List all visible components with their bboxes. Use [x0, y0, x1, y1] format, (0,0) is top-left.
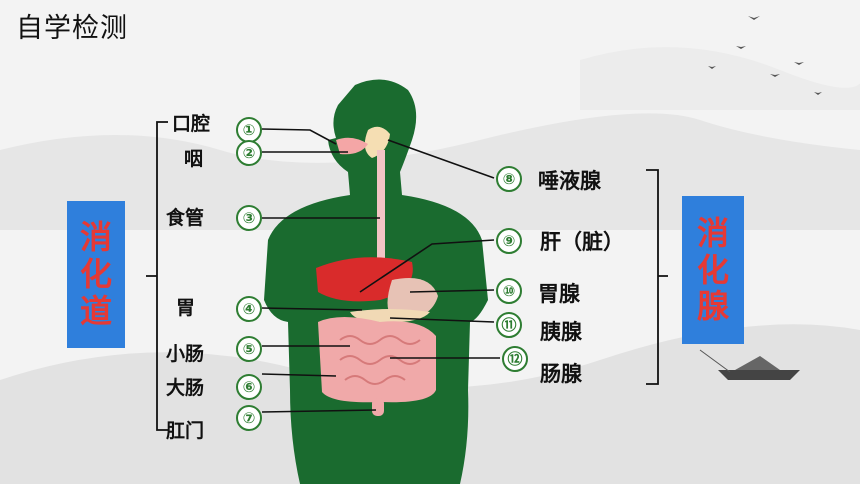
- tract-label: 咽: [184, 148, 204, 170]
- digestive-tract-char: 道: [79, 291, 112, 330]
- gland-label: 肠腺: [540, 362, 582, 386]
- tract-number: ②: [236, 140, 262, 166]
- digestive-tract-char: 消: [79, 218, 112, 257]
- gland-label: 胰腺: [540, 320, 582, 344]
- boat-icon: [699, 349, 800, 380]
- tract-label: 小肠: [166, 343, 205, 365]
- small-intestine-coils: [339, 335, 421, 385]
- digestive-tract-char: 化: [79, 255, 112, 294]
- tract-label: 大肠: [166, 377, 205, 399]
- gland-label: 唾液腺: [538, 169, 601, 193]
- digestive-glands-box: 消 化 腺: [682, 196, 744, 344]
- tract-number: ⑤: [236, 336, 262, 362]
- tract-label: 口腔: [172, 113, 211, 135]
- intestines: [318, 317, 436, 403]
- liver: [316, 257, 413, 302]
- gland-label: 肝（脏）: [540, 230, 624, 254]
- tract-number: ⑥: [236, 374, 262, 400]
- gland-number: ⑨: [496, 228, 522, 254]
- leader-lines: [261, 128, 500, 413]
- tract-number: ⑦: [236, 405, 262, 431]
- tract-label: 胃: [176, 297, 196, 319]
- gland-number: ⑧: [496, 166, 522, 192]
- rectum: [372, 398, 384, 416]
- brackets: [146, 121, 668, 431]
- tract-label: 食管: [166, 207, 205, 229]
- tract-label: 肛门: [166, 420, 205, 442]
- gland-number: ⑪: [496, 312, 522, 338]
- gland-label: 胃腺: [538, 282, 580, 306]
- digestive-glands-char: 化: [696, 250, 729, 289]
- tract-number: ③: [236, 205, 262, 231]
- mouth-cavity: [336, 137, 368, 155]
- digestive-glands-char: 腺: [696, 287, 729, 326]
- digestive-glands-char: 消: [696, 213, 729, 252]
- digestive-tract-box: 消 化 道: [67, 201, 125, 348]
- bird-icons: [708, 16, 822, 95]
- salivary-gland: [364, 126, 390, 158]
- gland-number: ⑫: [502, 346, 528, 372]
- page-title: 自学检测: [16, 13, 128, 44]
- tract-number: ④: [236, 296, 262, 322]
- esophagus: [377, 150, 385, 280]
- gland-number: ⑩: [496, 278, 522, 304]
